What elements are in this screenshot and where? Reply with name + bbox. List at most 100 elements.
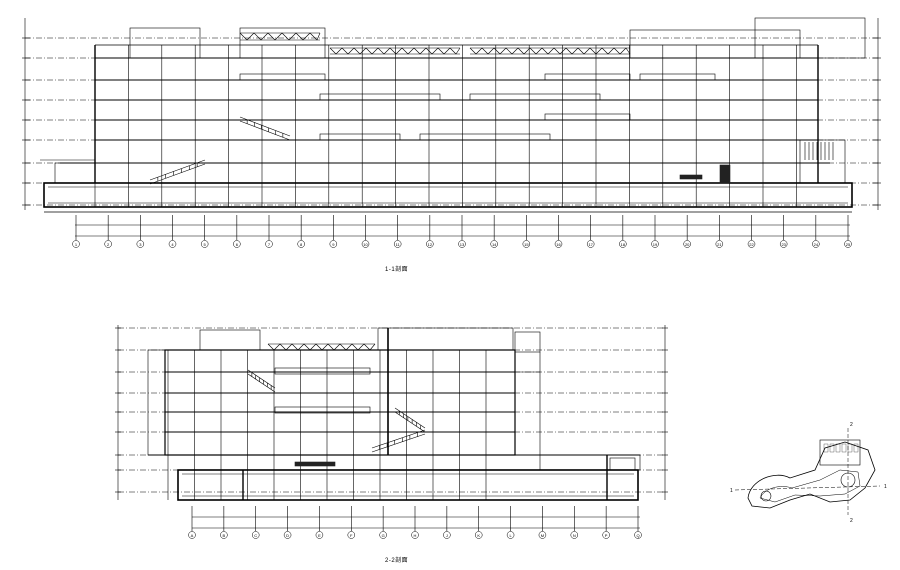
axis-label: M: [541, 533, 544, 538]
axis-label: Q: [636, 533, 639, 538]
axis-label: F: [350, 533, 353, 538]
axis-label: N: [573, 533, 576, 538]
axis-label: 15: [524, 242, 529, 247]
axis-label: 11: [396, 242, 401, 247]
section-marker: 2: [850, 422, 853, 428]
right-stair-block: [799, 139, 846, 184]
axis-bubble: [474, 531, 483, 539]
axis-bubble: [586, 240, 595, 248]
axis-bubble: [104, 240, 112, 248]
axis-label: C: [254, 533, 257, 538]
escalator: [394, 407, 426, 433]
left-annex: [147, 349, 166, 456]
axis-bubble: [251, 531, 260, 539]
axis-bubble: [458, 240, 466, 248]
axis-label: J: [446, 533, 448, 538]
atrium-band: [239, 73, 326, 81]
axis-bubble: [747, 240, 756, 248]
axis-bubble: [602, 531, 610, 539]
axis-label: 16: [556, 242, 561, 247]
atrium-band: [319, 93, 441, 101]
key-plan-cell: [835, 443, 841, 453]
axis-bubble: [72, 240, 80, 248]
section-1-1-caption: 1-1剖面: [385, 267, 409, 273]
axis-label: E: [318, 533, 321, 538]
axis-bubble: [233, 240, 241, 248]
axis-label: K: [477, 533, 480, 538]
axis-label: 12: [428, 242, 433, 247]
axis-label: 1: [75, 242, 78, 247]
axis-bubble: [168, 240, 177, 248]
key-plan-cell: [847, 443, 853, 453]
roof-truss: [329, 47, 461, 55]
axis-label: 23: [781, 242, 786, 247]
main-block-outline: [164, 349, 516, 456]
atrium-band: [274, 367, 371, 375]
axis-label: A: [191, 533, 194, 538]
axis-bubble: [200, 240, 209, 248]
axis-label: 9: [332, 242, 335, 247]
axis-bubble: [490, 240, 498, 248]
section-cut-1-1: [734, 485, 881, 491]
axis-bubble: [570, 531, 579, 539]
entrance-box: [54, 162, 96, 184]
section-marker: 1: [884, 484, 887, 490]
axis-bubble: [361, 240, 370, 248]
roof-volume-left: [129, 27, 201, 59]
axis-bubble: [634, 531, 642, 539]
basement-slab: [177, 469, 639, 501]
roof-stair: [514, 331, 541, 353]
axis-label: 24: [814, 242, 819, 247]
axis-bubble: [297, 240, 305, 248]
axis-label: H: [414, 533, 417, 538]
axis-label: 25: [846, 242, 851, 247]
atrium-band: [419, 133, 551, 141]
key-plan-cell: [829, 443, 835, 453]
axis-bubble: [329, 240, 338, 248]
axis-label: 19: [653, 242, 658, 247]
roof-truss: [267, 343, 376, 351]
axis-bubble: [393, 240, 402, 248]
key-plan-block: [819, 439, 861, 466]
key-plan-rotunda: [760, 490, 772, 502]
escalator: [247, 369, 276, 393]
roof-volume: [199, 329, 261, 351]
axis-label: 22: [749, 242, 754, 247]
section-marker: 2: [850, 518, 853, 524]
atrium-band: [639, 73, 716, 81]
escalator: [239, 116, 291, 141]
axis-bubble: [265, 240, 273, 248]
atrium-band: [274, 406, 371, 414]
roof-truss: [239, 32, 321, 41]
axis-label: B: [223, 533, 226, 538]
axis-label: 6: [236, 242, 239, 247]
axis-label: 17: [588, 242, 593, 247]
axis-bubble: [844, 240, 852, 248]
axis-label: 18: [621, 242, 626, 247]
axis-bubble: [347, 531, 356, 539]
axis-bubble: [411, 531, 419, 539]
axis-label: 8: [300, 242, 303, 247]
escalator: [149, 159, 206, 185]
section-marker: 1: [730, 488, 733, 494]
axis-bubble: [538, 531, 547, 539]
equipment: [294, 461, 336, 467]
axis-bubble: [136, 240, 145, 248]
axis-label: G: [382, 533, 385, 538]
key-plan-cell: [823, 443, 829, 453]
axis-label: 2: [107, 242, 110, 247]
axis-label: 13: [460, 242, 465, 247]
atrium-band: [544, 73, 631, 81]
roof-volume: [377, 327, 514, 351]
tower-volume: [754, 17, 866, 59]
axis-bubble: [443, 531, 451, 539]
basement-slab: [43, 182, 853, 208]
axis-label: 4: [171, 242, 174, 247]
key-plan-cell: [841, 443, 847, 453]
axis-label: 7: [268, 242, 271, 247]
escalator: [371, 429, 426, 453]
